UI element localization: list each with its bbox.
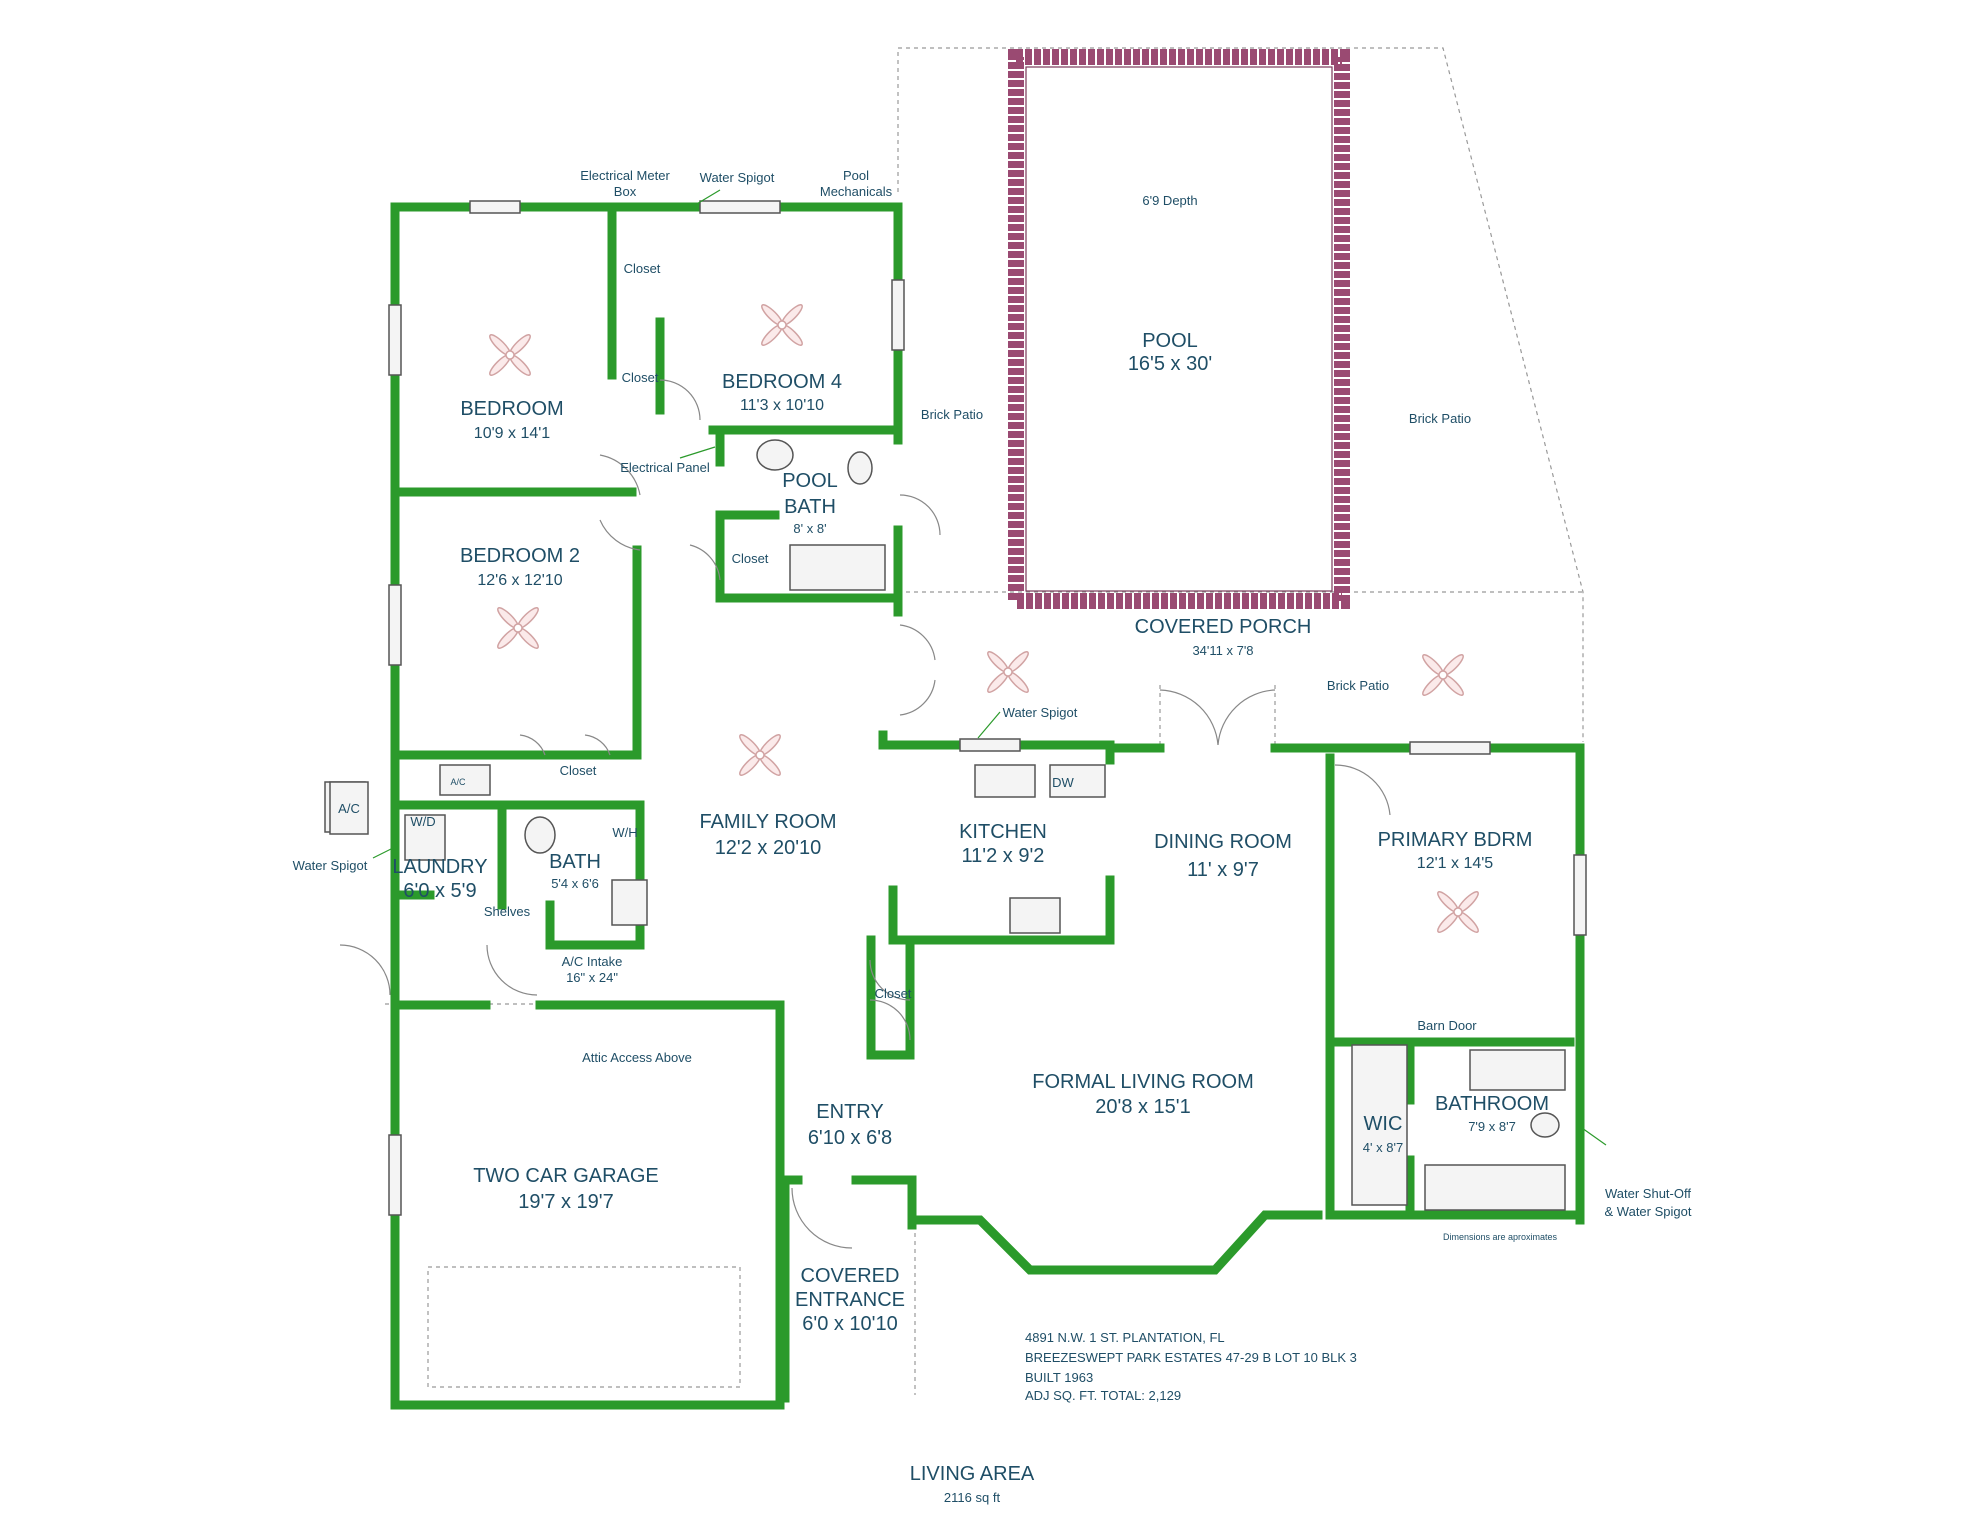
ceiling-fan-icon — [1422, 654, 1464, 696]
pool-mech-label-1: Pool — [843, 168, 869, 183]
room-labels: BEDROOM 10'9 x 14'1 BEDROOM 4 11'3 x 10'… — [392, 193, 1549, 1335]
footer: LIVING AREA 2116 sq ft — [910, 1463, 1035, 1505]
room-dim-bath: 5'4 x 6'6 — [551, 876, 599, 891]
ceiling-fan-icon — [761, 304, 803, 346]
room-name-bedroom4: BEDROOM 4 — [722, 371, 842, 393]
room-name-entry: ENTRY — [816, 1101, 883, 1123]
room-name-formal-living: FORMAL LIVING ROOM — [1032, 1071, 1254, 1093]
ceiling-fan-icon — [497, 607, 539, 649]
electrical-meter-label-2: Box — [614, 184, 637, 199]
barn-door-label: Barn Door — [1417, 1018, 1477, 1033]
ac-intake-label-2: 16" x 24" — [566, 970, 618, 985]
room-name-covered-entrance-2: ENTRANCE — [795, 1289, 905, 1311]
water-shutoff-label-1: Water Shut-Off — [1605, 1186, 1691, 1201]
room-dim-primary-bdrm: 12'1 x 14'5 — [1417, 855, 1493, 872]
room-name-pool-bath-2: BATH — [784, 496, 836, 518]
room-name-pool-bath-1: POOL — [782, 470, 838, 492]
room-dim-wic: 4' x 8'7 — [1363, 1140, 1403, 1155]
room-name-covered-porch: COVERED PORCH — [1135, 616, 1312, 638]
room-name-dining-room: DINING ROOM — [1154, 831, 1292, 853]
dimensions-note: Dimensions are aproximates — [1443, 1232, 1558, 1242]
ceiling-fan-icon — [1437, 891, 1479, 933]
room-dim-garage: 19'7 x 19'7 — [518, 1191, 614, 1213]
room-name-pool: POOL — [1142, 330, 1198, 352]
arrows — [372, 189, 1607, 1146]
room-dim-bedroom2: 12'6 x 12'10 — [477, 572, 562, 589]
room-name-bathroom: BATHROOM — [1435, 1093, 1549, 1115]
ceiling-fan-icon — [987, 651, 1029, 693]
shelves-label: Shelves — [484, 904, 531, 919]
room-name-laundry: LAUNDRY — [392, 856, 487, 878]
attic-label: Attic Access Above — [582, 1050, 692, 1065]
room-dim-bedroom: 10'9 x 14'1 — [474, 425, 550, 442]
electrical-panel-label: Electrical Panel — [620, 460, 710, 475]
ceiling-fan-icon — [739, 734, 781, 776]
room-name-bedroom2: BEDROOM 2 — [460, 545, 580, 567]
electrical-meter-label-1: Electrical Meter — [580, 168, 670, 183]
closet-label-3: Closet — [732, 551, 769, 566]
closet-label-4: Closet — [560, 763, 597, 778]
property-info: 4891 N.W. 1 ST. PLANTATION, FL BREEZESWE… — [1025, 1330, 1357, 1403]
brick-patio-label-2: Brick Patio — [1409, 411, 1471, 426]
room-name-bath: BATH — [549, 851, 601, 873]
room-name-primary-bdrm: PRIMARY BDRM — [1378, 829, 1533, 851]
pool-depth: 6'9 Depth — [1142, 193, 1197, 208]
room-name-garage: TWO CAR GARAGE — [473, 1165, 659, 1187]
walls — [390, 202, 1585, 1410]
outside-ac-unit — [329, 781, 369, 835]
wd-label: W/D — [410, 814, 435, 829]
closet-label-1: Closet — [624, 261, 661, 276]
room-name-bedroom: BEDROOM — [460, 398, 563, 420]
room-dim-formal-living: 20'8 x 15'1 — [1095, 1096, 1191, 1118]
ac-intake-label-1: A/C Intake — [562, 954, 623, 969]
doors — [339, 379, 1391, 1249]
room-name-wic: WIC — [1364, 1113, 1403, 1135]
wh-label: W/H — [612, 825, 637, 840]
room-dim-dining-room: 11' x 9'7 — [1187, 859, 1259, 881]
water-shutoff-label-2: & Water Spigot — [1605, 1204, 1692, 1219]
brick-patio-label-1: Brick Patio — [921, 407, 983, 422]
garage-door-outline — [427, 1266, 741, 1388]
room-dim-bathroom: 7'9 x 8'7 — [1468, 1119, 1516, 1134]
info-sqft: ADJ SQ. FT. TOTAL: 2,129 — [1025, 1388, 1181, 1403]
pool — [1008, 49, 1350, 609]
info-address: 4891 N.W. 1 ST. PLANTATION, FL — [1025, 1330, 1225, 1345]
water-spigot-label-top: Water Spigot — [700, 170, 775, 185]
room-name-kitchen: KITCHEN — [959, 821, 1047, 843]
water-spigot-label-porch: Water Spigot — [1003, 705, 1078, 720]
room-dim-entry: 6'10 x 6'8 — [808, 1127, 892, 1149]
room-dim-family-room: 12'2 x 20'10 — [715, 837, 822, 859]
room-dim-pool-bath: 8' x 8' — [793, 521, 826, 536]
room-name-family-room: FAMILY ROOM — [699, 811, 836, 833]
room-dim-covered-porch: 34'11 x 7'8 — [1192, 643, 1253, 658]
inside-ac-label: A/C — [450, 777, 466, 787]
room-dim-pool: 16'5 x 30' — [1128, 353, 1212, 375]
info-built: BUILT 1963 — [1025, 1370, 1093, 1385]
windows — [388, 200, 1587, 1216]
footer-area: 2116 sq ft — [944, 1490, 1001, 1505]
room-dim-laundry: 6'0 x 5'9 — [403, 880, 476, 902]
room-dim-kitchen: 11'2 x 9'2 — [962, 845, 1045, 867]
small-labels: Closet Closet Closet Closet Closet Elect… — [293, 168, 1692, 1242]
footer-title: LIVING AREA — [910, 1463, 1035, 1485]
brick-patio-label-3: Brick Patio — [1327, 678, 1389, 693]
room-dim-bedroom4: 11'3 x 10'10 — [740, 397, 824, 414]
ceiling-fan-icon — [489, 334, 531, 376]
pool-mech-label-2: Mechanicals — [820, 184, 893, 199]
ceiling-fans — [489, 304, 1479, 933]
info-legal: BREEZESWEPT PARK ESTATES 47-29 B LOT 10 … — [1025, 1350, 1357, 1365]
dw-label: DW — [1052, 775, 1074, 790]
room-dim-covered-entrance: 6'0 x 10'10 — [802, 1313, 898, 1335]
water-spigot-label-side: Water Spigot — [293, 858, 368, 873]
closet-label-2: Closet — [622, 370, 659, 385]
outside-ac-label: A/C — [338, 801, 360, 816]
closet-label-5: Closet — [875, 986, 912, 1001]
room-name-covered-entrance-1: COVERED — [801, 1265, 900, 1287]
